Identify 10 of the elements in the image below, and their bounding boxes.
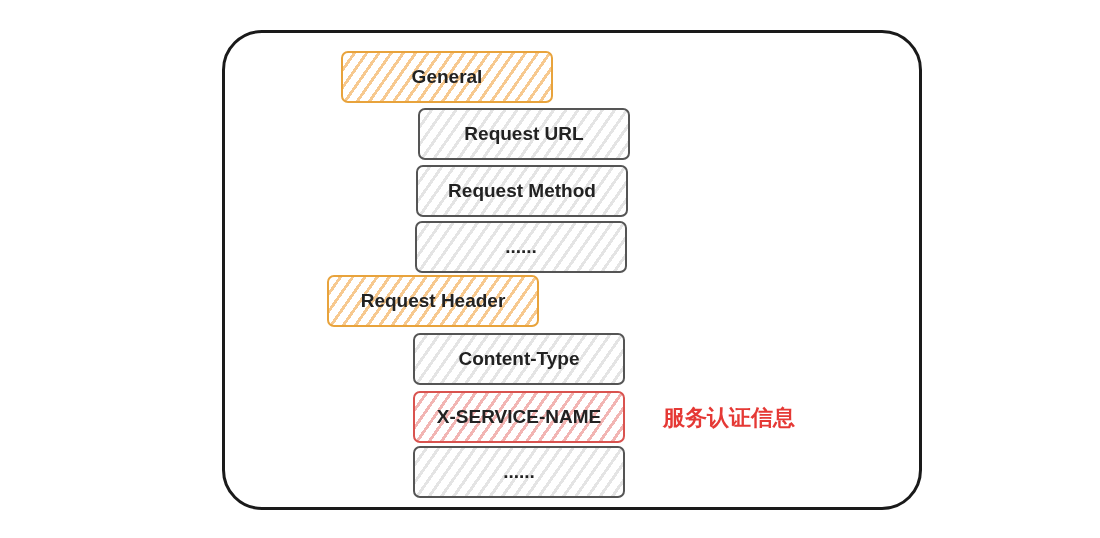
section-heading-box: Request Header bbox=[327, 275, 539, 327]
rounded-frame bbox=[222, 30, 922, 510]
header-field-box: ...... bbox=[415, 221, 627, 273]
section-heading-box: General bbox=[341, 51, 553, 103]
highlighted-field-box: X-SERVICE-NAME bbox=[413, 391, 625, 443]
header-field-box: Content-Type bbox=[413, 333, 625, 385]
annotation-text: 服务认证信息 bbox=[663, 404, 795, 432]
header-field-box: Request URL bbox=[418, 108, 630, 160]
header-field-box: Request Method bbox=[416, 165, 628, 217]
header-field-box: ...... bbox=[413, 446, 625, 498]
